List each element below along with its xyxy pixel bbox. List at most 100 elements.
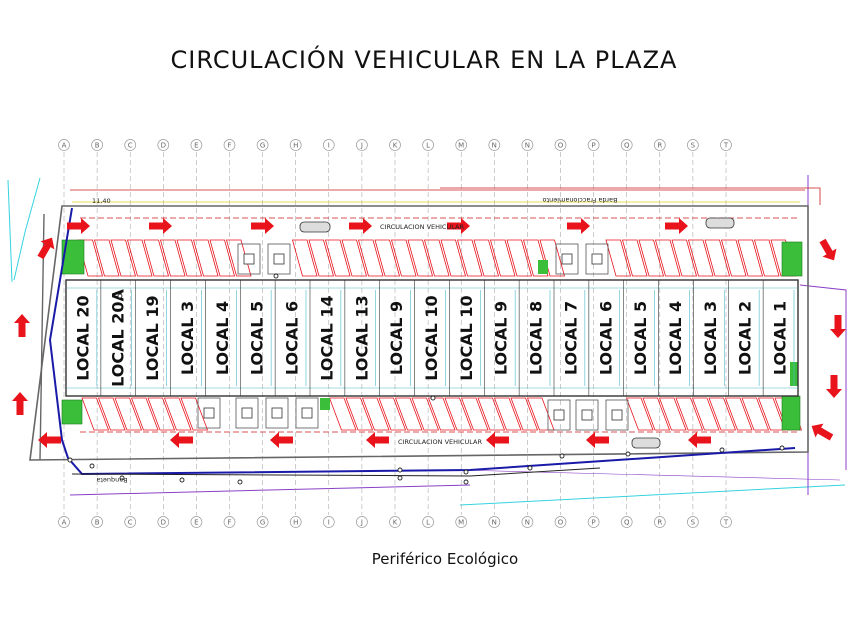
accessible-icon: [271, 407, 283, 419]
local-label: LOCAL 19: [143, 295, 162, 380]
axis-label: F: [227, 519, 231, 527]
parking-row-bottom: [81, 397, 803, 431]
parking-stall: [126, 239, 153, 277]
special-stall: [197, 397, 221, 429]
axis-bubble: [289, 516, 302, 528]
traffic-arrow: [251, 218, 274, 234]
page-title: CIRCULACIÓN VEHICULAR EN LA PLAZA: [170, 46, 678, 74]
parking-stall: [605, 239, 632, 277]
local-label: LOCAL 20: [73, 295, 92, 380]
axis-label: R: [657, 142, 662, 150]
axis-bubble: [620, 516, 633, 528]
local-label: LOCAL 5: [248, 301, 267, 375]
axis-label: J: [360, 142, 363, 150]
site-boundary: [29, 187, 821, 461]
axis-bubble: [422, 139, 434, 151]
parking-row-top: [77, 239, 797, 277]
utility-points: [67, 273, 785, 485]
axis-bubble: [322, 516, 335, 528]
utility-point: [527, 465, 533, 471]
axis-bubble: [389, 516, 401, 528]
axis-bubble: [91, 139, 103, 151]
axis-bubble: [488, 139, 501, 151]
local-label: LOCAL 3: [701, 301, 720, 375]
local-label: LOCAL 8: [527, 301, 546, 375]
utility-point: [237, 479, 243, 485]
axis-bubble: [157, 516, 170, 528]
axis-label: P: [591, 142, 595, 150]
circulation-top-label: CIRCULACION VEHICULAR: [380, 223, 464, 231]
axis-bubble: [322, 139, 335, 151]
local-label: LOCAL 9: [387, 301, 406, 375]
parking-stall: [737, 239, 764, 277]
parking-stall: [225, 239, 252, 277]
traffic-arrow: [366, 432, 389, 448]
traffic-arrow: [665, 218, 688, 234]
special-stall: [237, 243, 261, 275]
local-label: LOCAL 6: [596, 301, 615, 375]
utility-point: [119, 475, 125, 481]
axis-bubble: [521, 139, 534, 151]
axis-label: B: [95, 142, 100, 150]
axis-bubble: [488, 516, 501, 528]
parking-stall: [81, 397, 110, 431]
axis-label: A: [62, 142, 67, 150]
parking-stall: [147, 397, 176, 431]
boundary-label: Barda Fraccionamiento: [543, 196, 618, 204]
axis-label: Q: [624, 142, 630, 150]
axis-bubble: [356, 139, 368, 151]
axis-label: G: [260, 142, 265, 150]
utility-point: [89, 463, 95, 469]
traffic-arrow: [12, 392, 28, 415]
parking-stall: [704, 239, 731, 277]
axis-label: I: [328, 519, 330, 527]
axis-bubble: [687, 516, 699, 528]
axis-label: I: [328, 142, 330, 150]
parking-stall: [374, 239, 401, 277]
parking-stall: [720, 239, 747, 277]
utility-point: [625, 451, 631, 457]
car-icon: [299, 221, 331, 233]
accessible-icon: [611, 409, 623, 421]
utility-point: [397, 475, 403, 481]
parking-stall: [724, 397, 753, 431]
circulation-bottom-label: CIRCULACION VEHICULAR: [398, 438, 482, 446]
accessible-icon: [301, 407, 313, 419]
axis-label: H: [293, 519, 298, 527]
axis-bubble: [389, 139, 401, 151]
axis-bubble: [720, 139, 732, 151]
axis-bubble: [91, 516, 103, 528]
accessible-icon: [591, 253, 603, 265]
special-stall: [235, 397, 259, 429]
axis-bubble: [124, 516, 137, 528]
special-stall: [555, 243, 579, 275]
parking-stall: [477, 397, 506, 431]
axis-bubble: [58, 139, 70, 151]
local-label: LOCAL 1: [771, 301, 790, 375]
parking-stall: [444, 397, 473, 431]
local-label: LOCAL 10: [422, 295, 441, 380]
axis-label: L: [426, 142, 430, 150]
axis-bubble: [521, 516, 534, 528]
axis-bubble: [587, 139, 600, 151]
axis-bubble: [620, 139, 633, 151]
axis-bubble: [223, 139, 236, 151]
traffic-arrow: [811, 423, 834, 441]
traffic-arrow: [170, 432, 193, 448]
parking-stall: [143, 239, 170, 277]
axis-label: A: [62, 519, 67, 527]
axis-label: N: [492, 519, 497, 527]
axis-label: L: [426, 519, 430, 527]
accessible-icon: [581, 409, 593, 421]
parking-stall: [522, 239, 549, 277]
utility-point: [463, 469, 469, 475]
traffic-arrow: [67, 218, 90, 234]
traffic-arrow: [826, 375, 842, 398]
axis-grid: AABBCCDDEEFFGGHHIIJJKKLLMMNNNNOOPPQQRRSS…: [58, 139, 732, 528]
parking-stall: [130, 397, 159, 431]
axis-label: S: [691, 142, 696, 150]
axis-label: R: [657, 519, 662, 527]
parking-stall: [687, 239, 714, 277]
axis-label: T: [723, 519, 729, 527]
